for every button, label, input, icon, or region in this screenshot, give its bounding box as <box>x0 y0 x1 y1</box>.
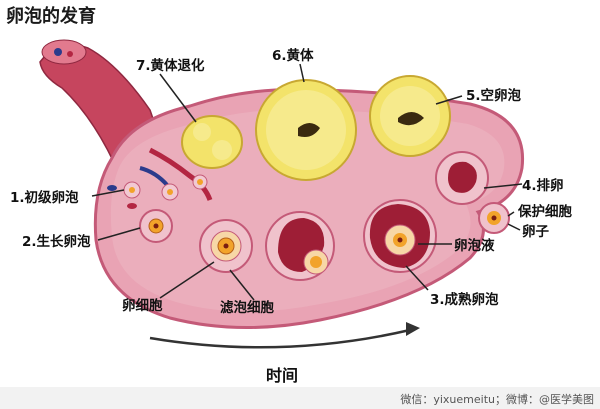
time-label: 时间 <box>266 362 298 386</box>
time-arrow <box>150 330 410 347</box>
label-empty-follicle: 5.空卵泡 <box>466 88 521 104</box>
label-ovulation: 4.排卵 <box>522 178 564 194</box>
label-granulosa: 滤泡细胞 <box>220 300 274 316</box>
antral-follicle <box>266 212 334 280</box>
label-mature-follicle: 3.成熟卵泡 <box>430 292 499 308</box>
label-protective-cells: 保护细胞 <box>518 204 572 220</box>
label-growing-follicle: 2.生长卵泡 <box>22 234 91 250</box>
empty-follicle <box>370 76 450 156</box>
label-oocyte: 卵细胞 <box>122 298 163 314</box>
ovulation-follicle <box>436 152 488 204</box>
released-egg <box>479 203 509 233</box>
label-primordial-follicle: 1.初级卵泡 <box>10 190 79 206</box>
secondary-follicle <box>200 220 252 272</box>
tube-opening <box>42 40 86 64</box>
mature-follicle <box>364 200 436 272</box>
growing-follicle <box>140 210 172 242</box>
label-luteal-regression: 7.黄体退化 <box>136 58 205 74</box>
corpus-luteum-regression <box>182 116 242 168</box>
label-egg: 卵子 <box>522 224 549 240</box>
label-follicular-fluid: 卵泡液 <box>454 238 495 254</box>
footer-credit: 微信：yixuemeitu；微博：@医学美图 <box>400 391 594 407</box>
label-corpus-luteum: 6.黄体 <box>272 48 314 64</box>
corpus-luteum <box>256 80 356 180</box>
